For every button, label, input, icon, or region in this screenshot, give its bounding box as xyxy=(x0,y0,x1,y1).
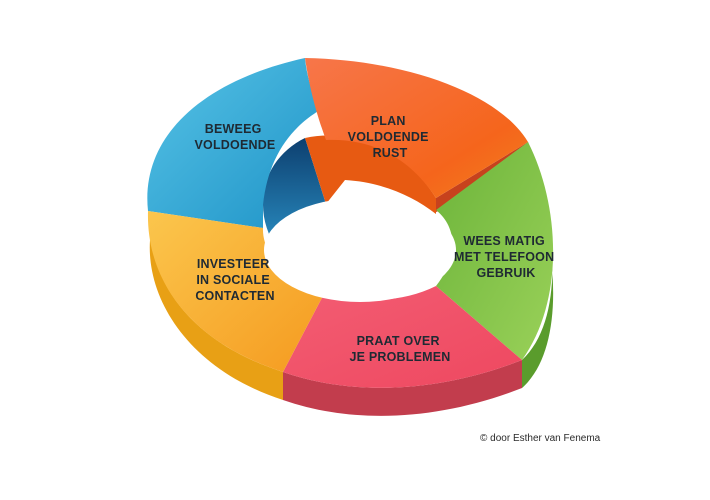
segment-wees[interactable] xyxy=(436,142,554,360)
inner-wall-blue xyxy=(262,138,326,250)
segment-praat[interactable] xyxy=(283,286,522,388)
ring-inner-walls xyxy=(262,135,436,250)
label-investeer: INVESTEER IN SOCIALE CONTACTEN xyxy=(195,257,274,303)
segment-labels: BEWEEG VOLDOENDE PLAN VOLDOENDE RUST WEE… xyxy=(195,114,558,364)
segment-investeer[interactable] xyxy=(147,211,325,372)
label-beweeg: BEWEEG VOLDOENDE xyxy=(195,122,276,152)
credit-text: © door Esther van Fenema xyxy=(480,433,601,444)
label-praat: PRAAT OVER JE PROBLEMEN xyxy=(349,334,450,364)
ring-center-hole xyxy=(264,198,456,302)
label-plan: PLAN VOLDOENDE RUST xyxy=(348,114,433,160)
segment-plan[interactable] xyxy=(305,58,528,198)
segment-beweeg[interactable] xyxy=(147,58,320,228)
label-wees: WEES MATIG MET TELEFOON GEBRUIK xyxy=(454,234,558,280)
inner-wall-orange xyxy=(305,135,436,214)
ring-top-faces xyxy=(147,58,554,388)
side-praat xyxy=(283,360,522,416)
side-investeer xyxy=(149,212,283,400)
